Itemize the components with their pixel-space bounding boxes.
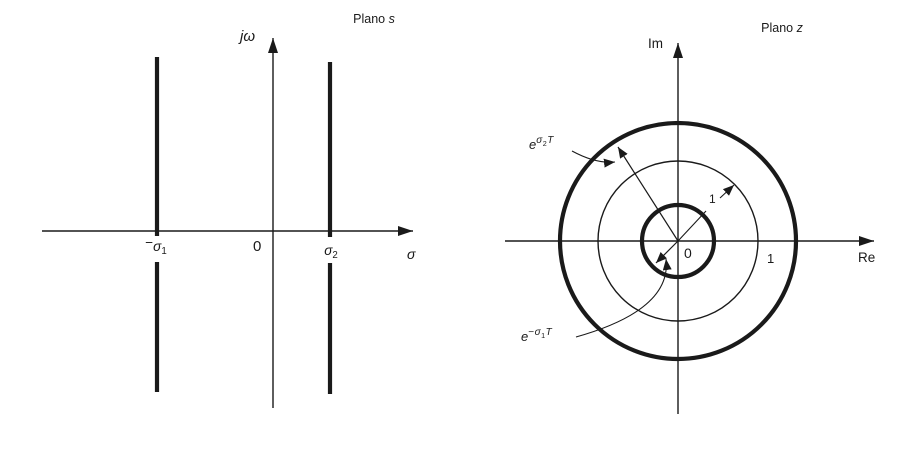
im-axis-label: Im xyxy=(648,36,663,51)
jw-axis-label: jω xyxy=(240,28,256,45)
neg-sigma1-label: −σ1 xyxy=(145,235,167,257)
unit-radius-line xyxy=(677,210,707,242)
s-plane-origin-label: 0 xyxy=(253,238,262,255)
unit-axis-label: 1 xyxy=(767,251,775,266)
unit-circle-arrow xyxy=(719,184,735,199)
inner-radius-arrow xyxy=(655,240,679,264)
re-axis-label: Re xyxy=(858,250,876,265)
unit-radius-label: 1 xyxy=(709,192,716,206)
s-plane-title: Plano s xyxy=(353,12,395,26)
z-plane-title: Plano z xyxy=(761,21,803,35)
outer-radius-label: eσ2T xyxy=(529,135,554,152)
outer-radius-arrow xyxy=(617,146,679,242)
outer-circle-e-sigma2T xyxy=(557,120,799,362)
inner-radius-label: e−σ1T xyxy=(521,327,553,344)
sigma-axis-label: σ xyxy=(407,246,416,262)
outer-label-leader-arrow xyxy=(571,150,616,168)
sigma2-label: σ2 xyxy=(324,243,338,261)
z-plane-origin-label: 0 xyxy=(684,245,692,261)
inner-label-leader-arrow xyxy=(575,258,672,338)
inner-circle-e-neg-sigma1T xyxy=(639,202,717,280)
unit-circle xyxy=(597,160,759,322)
